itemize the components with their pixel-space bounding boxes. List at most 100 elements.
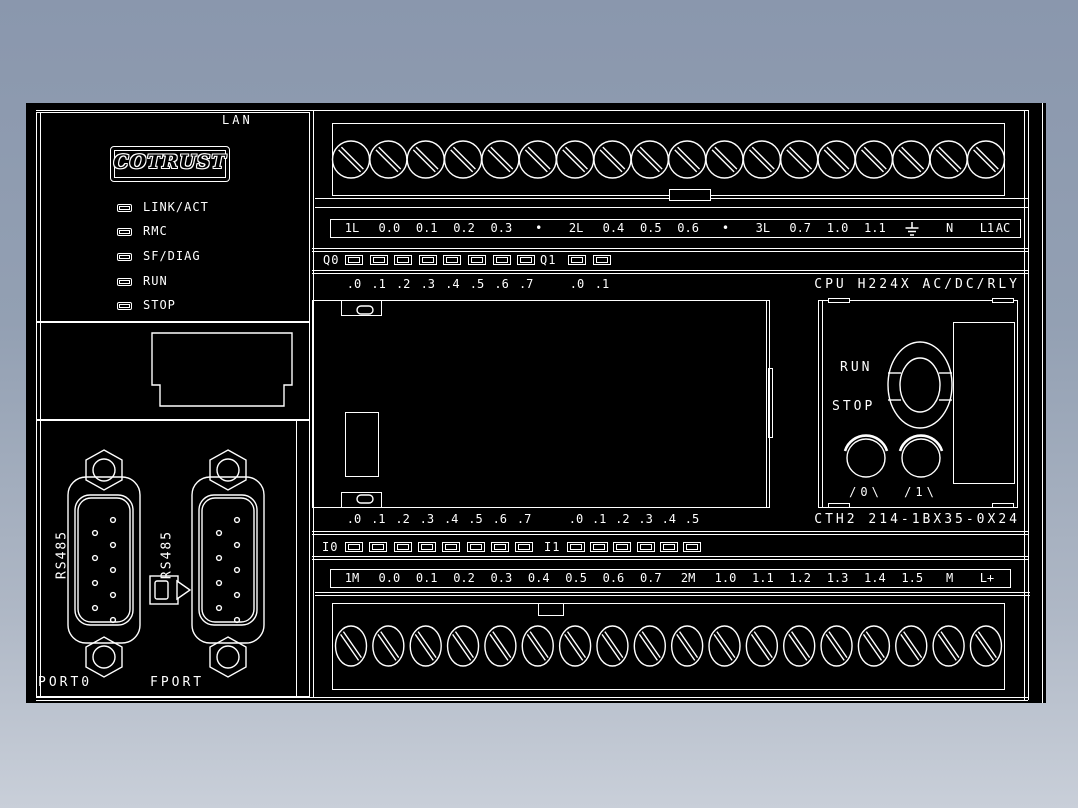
output-led-q0 (394, 255, 413, 265)
terminal-label: 1L (344, 221, 360, 235)
q0-bit-number: .3 (420, 277, 436, 291)
output-led-q0 (369, 255, 388, 265)
top-terminal-block (332, 123, 1005, 196)
output-led-q0 (345, 255, 363, 265)
order-model-label: CTH2 214-1BX35-0X24 (814, 512, 1020, 527)
q0-label: Q0 (323, 253, 340, 267)
i1-bit-number: .5 (684, 512, 700, 526)
battery-compartment (953, 322, 1015, 484)
bottom-block-step-line1 (315, 592, 1030, 593)
q1-label: Q1 (540, 253, 557, 267)
right-panel-left-inner (822, 300, 823, 508)
i0-bit-number: .6 (492, 512, 508, 526)
q-row-top-line2 (312, 251, 1028, 252)
center-door-right-inner (766, 300, 767, 508)
status-led-label: STOP (143, 298, 176, 312)
input-led-i0 (442, 542, 461, 552)
pot0-label: /0\ (849, 485, 883, 499)
terminal-label: 0.7 (639, 571, 662, 585)
fport-label: FPORT (150, 675, 205, 690)
input-led-i1 (590, 542, 609, 552)
top-block-notch (669, 189, 711, 201)
door-right-slot (768, 368, 773, 438)
terminal-label: 2M (680, 571, 696, 585)
status-led-icon (117, 253, 132, 261)
output-led-q1 (568, 255, 586, 265)
door-latch-bottom (341, 492, 382, 508)
input-led-i0 (466, 542, 485, 552)
i0-bit-number: .3 (419, 512, 435, 526)
i0-bit-number: .0 (346, 512, 362, 526)
left-inner-edge (40, 112, 41, 697)
port0-label: PORT0 (38, 675, 93, 690)
output-led-q0 (468, 255, 486, 265)
input-led-i1 (636, 542, 655, 552)
terminal-label: 0.1 (415, 221, 438, 235)
output-led-q1 (593, 255, 611, 265)
status-led-icon (117, 204, 132, 212)
q0-bit-number: .1 (371, 277, 386, 291)
brand-logo-inner-border (114, 150, 226, 178)
q-row-top-line1 (312, 248, 1028, 249)
i1-bit-number: .2 (615, 512, 630, 526)
bottom-block-notch (538, 604, 564, 616)
terminal-label: 0.0 (378, 221, 401, 235)
bottom-terminal-block (332, 603, 1005, 690)
i1-bit-number: .0 (568, 512, 584, 526)
input-led-i1 (567, 542, 585, 552)
terminal-label: 0.3 (490, 571, 513, 585)
output-led-q0 (418, 255, 437, 265)
status-led-label: RMC (143, 224, 168, 238)
run-label: RUN (840, 360, 873, 375)
brand-logo: COTRUST (110, 146, 230, 182)
terminal-label: 0.4 (527, 571, 550, 585)
status-led-label: LINK/ACT (143, 200, 209, 214)
right-panel-tab-bl (828, 503, 850, 508)
q0-bit-number: .5 (469, 277, 485, 291)
terminal-label: 1.0 (714, 571, 737, 585)
left-bottom-section (36, 420, 310, 697)
i-row-bottom-line2 (312, 559, 1028, 560)
i-row-bottom-line1 (312, 556, 1028, 557)
q0-bit-number: .6 (494, 277, 509, 291)
q0-bit-number: .2 (395, 277, 411, 291)
output-led-q0 (517, 255, 536, 265)
status-led-label: RUN (143, 274, 168, 288)
right-panel-tab-tl (828, 298, 850, 303)
right-panel (818, 300, 1018, 508)
output-led-q0 (443, 255, 462, 265)
rs485-label-fport: RS485 (159, 529, 175, 580)
i-row-top-line1 (312, 531, 1028, 532)
right-panel-tab-br (992, 503, 1014, 508)
terminal-label: M (945, 571, 954, 585)
i0-bit-number: .7 (516, 512, 532, 526)
module-right-edge (1024, 110, 1025, 700)
lan-label: LAN (222, 113, 253, 127)
q0-bit-number: .7 (518, 277, 534, 291)
i0-bit-number: .2 (395, 512, 410, 526)
terminal-label: 0.2 (453, 571, 475, 585)
terminal-label: 0.2 (453, 221, 475, 235)
i0-bit-number: .1 (371, 512, 386, 526)
terminal-label: • (535, 221, 543, 235)
i-row-top-line2 (312, 534, 1028, 535)
terminal-label (894, 220, 930, 237)
module-right-edge-outer (1028, 110, 1029, 700)
input-led-i0 (369, 542, 388, 552)
terminal-label: 1M (344, 571, 360, 585)
module-bottom-edge-outer (36, 700, 1028, 701)
center-column-left-edge (313, 110, 314, 697)
module-top-edge (36, 110, 1028, 111)
input-led-i0 (515, 542, 534, 552)
pot1-label: /1\ (904, 485, 938, 499)
input-led-i1 (683, 542, 701, 552)
input-led-i1 (613, 542, 632, 552)
q0-bit-number: .0 (346, 277, 362, 291)
i1-bit-number: .3 (638, 512, 653, 526)
q-row-bottom-line1 (312, 270, 1028, 271)
terminal-label: 1.5 (901, 571, 924, 585)
